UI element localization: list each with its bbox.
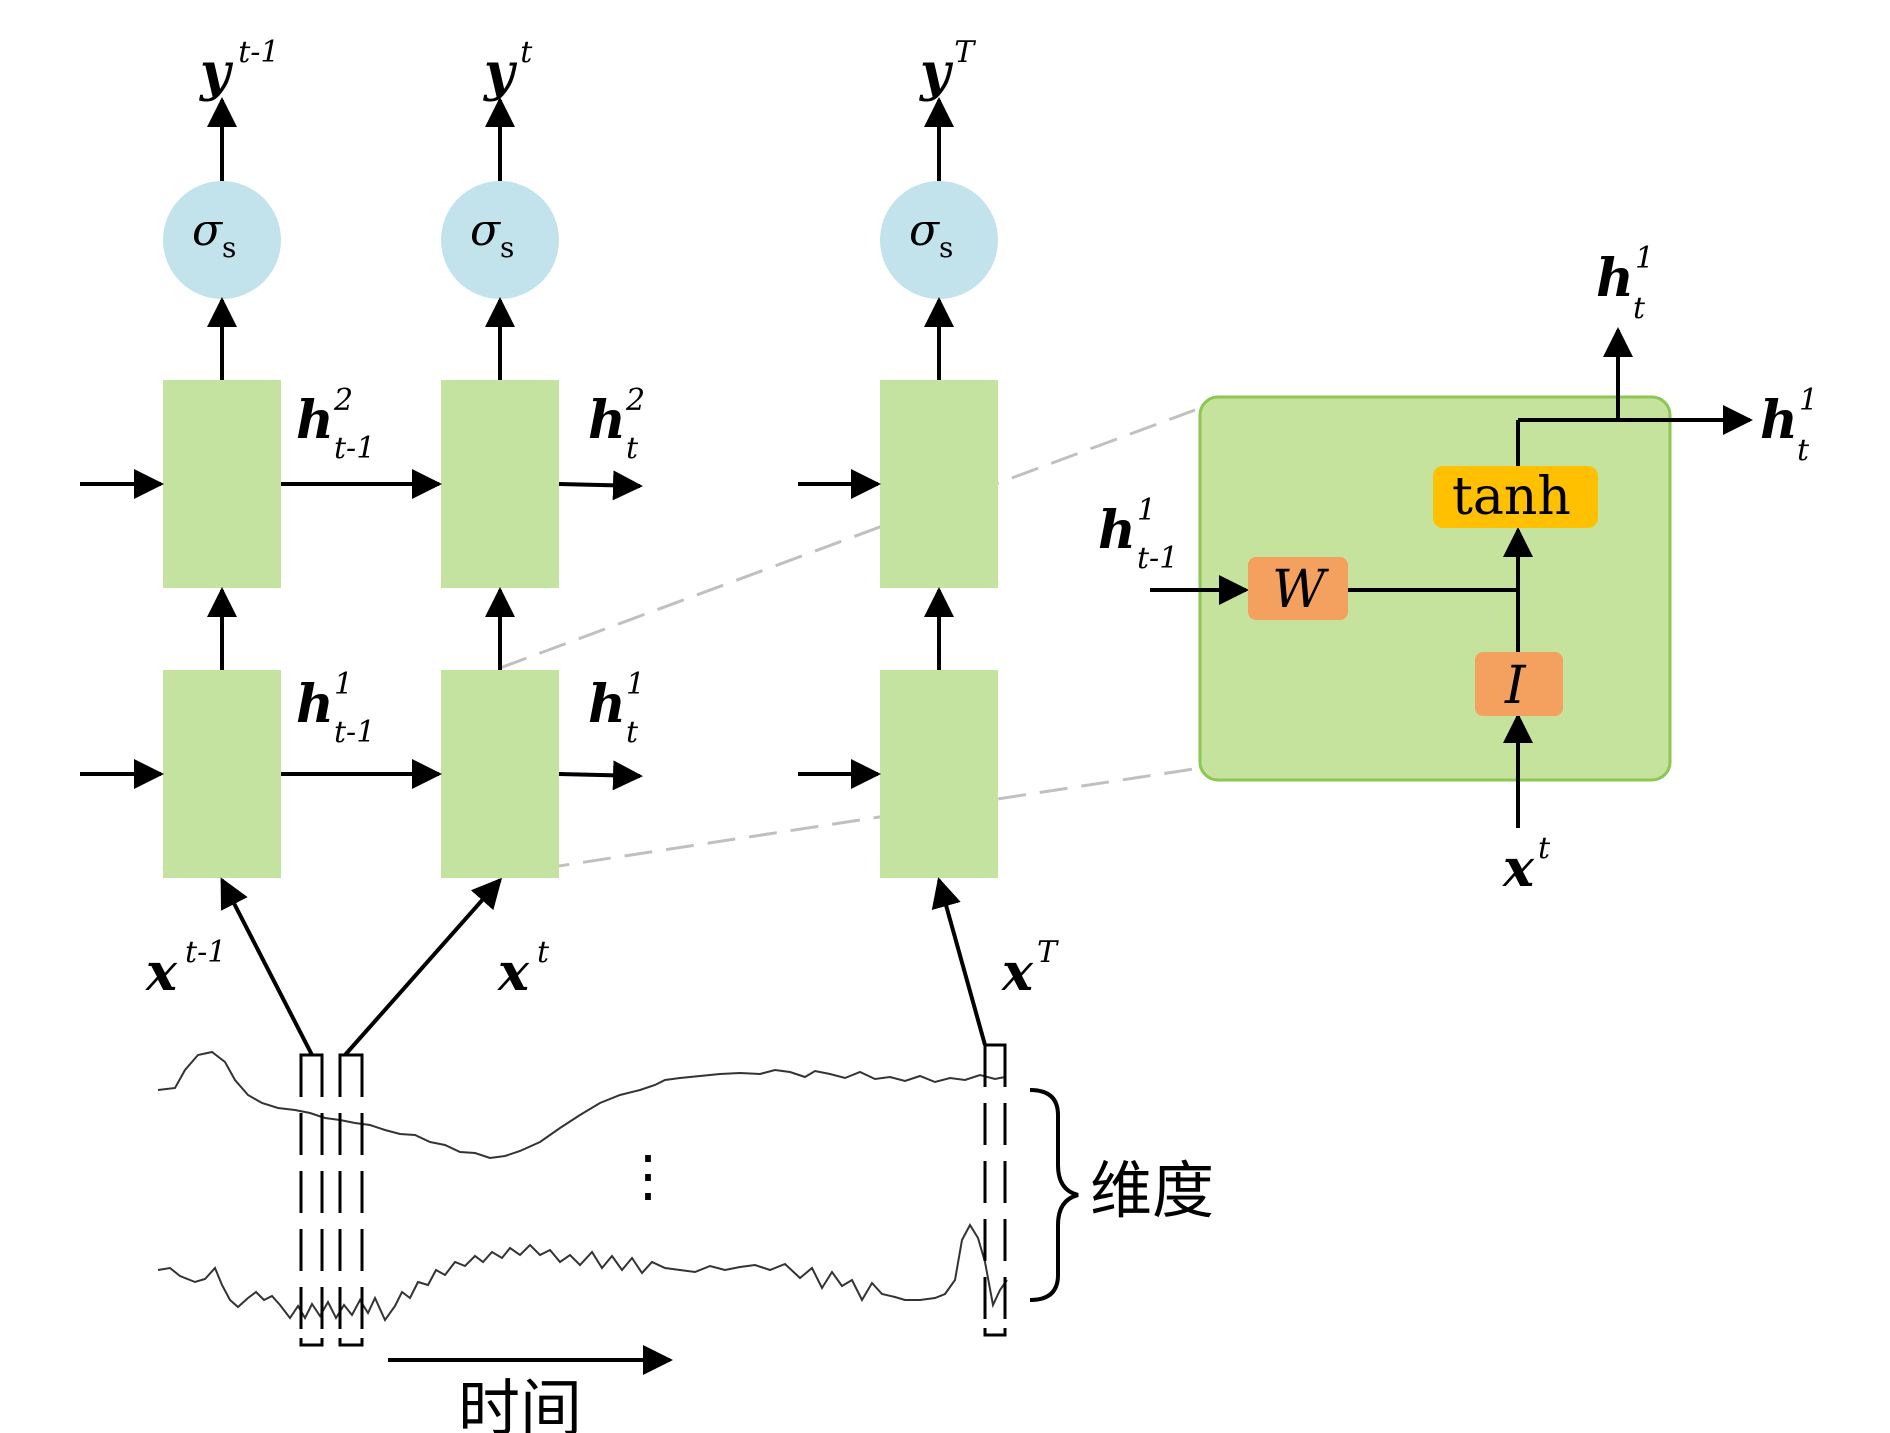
svg-text:yt-1: yt-1 (199, 35, 280, 103)
w-box (1248, 557, 1348, 620)
svg-text:xt: xt (497, 935, 550, 1003)
cell-layer1-T (880, 670, 998, 878)
svg-text:1: 1 (334, 667, 353, 702)
time-series (157, 1050, 1008, 1322)
time-label: 时间 (458, 1372, 582, 1433)
svg-text:h: h (1098, 500, 1136, 561)
svg-text:1: 1 (1635, 241, 1654, 276)
svg-text:1: 1 (626, 667, 645, 702)
svg-text:h: h (1760, 390, 1798, 451)
svg-text:yt: yt (483, 35, 533, 103)
sampling-windows (299, 1043, 1007, 1347)
cell-layer2-t-1 (163, 380, 281, 588)
w-label: W (1272, 560, 1329, 620)
svg-text:xt: xt (1502, 831, 1551, 899)
sigma-labels: σs σs σs (192, 205, 953, 264)
svg-text:2: 2 (625, 383, 645, 418)
svg-text:1: 1 (1137, 493, 1156, 528)
tanh-label: tanh (1452, 467, 1571, 527)
svg-text:t: t (1797, 433, 1810, 468)
svg-text:t: t (1633, 291, 1646, 326)
svg-text:t-1: t-1 (334, 431, 375, 466)
svg-text:1: 1 (1799, 383, 1818, 418)
svg-text:σs: σs (909, 205, 953, 264)
svg-text:t-1: t-1 (334, 715, 375, 750)
svg-text:h: h (296, 674, 334, 735)
svg-text:xT: xT (1001, 935, 1059, 1003)
svg-text:h: h (588, 390, 626, 451)
i-box (1475, 652, 1563, 716)
sigma-nodes (163, 181, 998, 299)
svg-text:σs: σs (192, 205, 236, 264)
svg-text:σs: σs (470, 205, 514, 264)
svg-text:h: h (588, 674, 626, 735)
i-label: I (1504, 656, 1527, 716)
dimension-brace (1029, 1088, 1079, 1302)
zoom-guide-lines (499, 408, 1201, 877)
dimension-label: 维度 (1090, 1154, 1214, 1227)
svg-text:t-1: t-1 (1137, 541, 1178, 576)
cell-layer1-t (441, 670, 559, 878)
series-bottom (157, 1222, 1008, 1322)
svg-text:2: 2 (333, 383, 353, 418)
hidden-state-labels: h 2 t-1 h 2 t h 1 t-1 h 1 t (296, 383, 645, 750)
vertical-ellipsis: ⋮ (620, 1144, 676, 1209)
svg-text:yT: yT (919, 35, 976, 103)
svg-text:xt-1: xt-1 (145, 935, 226, 1003)
cell-layer1-t-1 (163, 670, 281, 878)
svg-text:h: h (1596, 248, 1634, 309)
series-top (157, 1050, 1006, 1160)
tanh-box (1433, 466, 1598, 528)
sigma-node-T (880, 181, 998, 299)
cell-layer2-T (880, 380, 998, 588)
inset-arrows (1150, 327, 1753, 828)
svg-text:h: h (296, 390, 334, 451)
sigma-node-t-1 (163, 181, 281, 299)
svg-text:t: t (626, 715, 639, 750)
svg-text:t: t (626, 431, 639, 466)
rnn-cells (163, 380, 998, 878)
sigma-node-t (441, 181, 559, 299)
network-arrows (80, 97, 987, 1375)
cell-layer2-t (441, 380, 559, 588)
